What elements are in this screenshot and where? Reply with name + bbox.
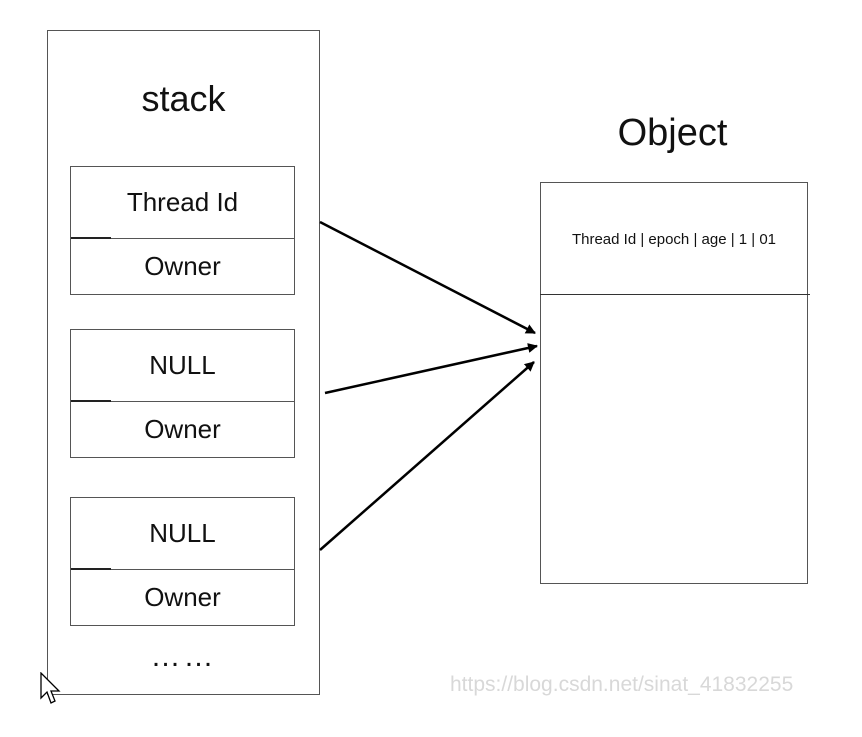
lock-record-2-top: NULL [149, 350, 216, 380]
lock-record-1-top: Thread Id [126, 187, 239, 217]
lock-record-1-divider [71, 238, 294, 239]
arrow-record-3 [319, 361, 535, 551]
lock-record-1: Thread Id Owner [70, 166, 295, 295]
lock-record-3-top: NULL [149, 518, 216, 548]
object-box: Thread Id | epoch | age | 1 | 01 [540, 182, 810, 584]
mouse-cursor-icon [40, 672, 61, 704]
lock-record-3-bottom: Owner [144, 582, 221, 612]
stack-ellipsis: …… [150, 640, 217, 673]
divider-mark [71, 400, 111, 402]
lock-record-2-divider [71, 401, 294, 402]
arrow-record-2 [324, 343, 538, 395]
mark-word: Thread Id | epoch | age | 1 | 01 [571, 230, 777, 248]
object-title: Object [617, 112, 728, 154]
object-divider [540, 294, 810, 295]
divider-mark [71, 237, 111, 239]
stack-title: stack [141, 78, 226, 119]
divider-mark [71, 568, 111, 570]
lock-record-2-bottom: Owner [144, 414, 221, 444]
lock-record-2: NULL Owner [70, 329, 295, 458]
lock-record-3: NULL Owner [70, 497, 295, 626]
arrow-record-1 [319, 220, 536, 335]
watermark: https://blog.csdn.net/sinat_41832255 [450, 673, 794, 696]
lock-record-3-divider [71, 569, 294, 570]
lock-record-1-bottom: Owner [144, 251, 221, 281]
